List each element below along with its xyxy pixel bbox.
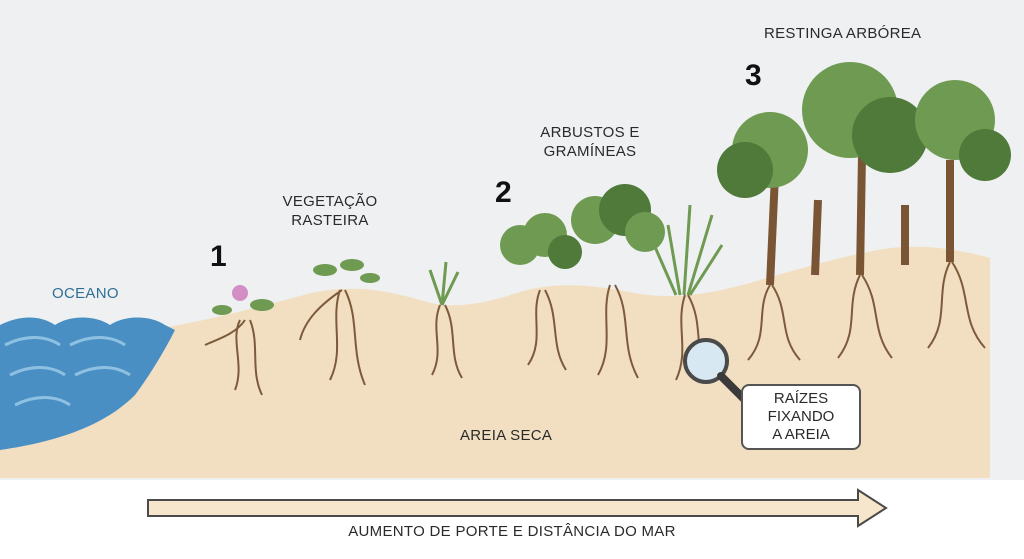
ocean-waves — [0, 317, 175, 450]
zone-number-1: 1 — [210, 240, 227, 273]
callout-line1: RAÍZES — [773, 390, 829, 407]
callout-line2: FIXANDO — [767, 408, 835, 425]
creeping-vegetation — [204, 259, 463, 396]
zone2-label-line2: GRAMÍNEAS — [543, 143, 637, 160]
progression-arrow — [147, 488, 888, 528]
zone1-label-line2: RASTEIRA — [291, 212, 369, 229]
tree-forest — [717, 62, 1011, 361]
sand-label: AREIA SECA — [460, 427, 553, 444]
zone1-label: VEGETAÇÃO RASTEIRA — [272, 192, 388, 230]
zone2-label-line1: ARBUSTOS E — [540, 124, 640, 141]
callout-line3: A AREIA — [772, 426, 830, 443]
ocean-wave-crests — [4, 336, 131, 407]
ocean-label: OCEANO — [52, 285, 119, 302]
arrow-label: AUMENTO DE PORTE E DISTÂNCIA DO MAR — [348, 523, 676, 540]
zone2-label: ARBUSTOS E GRAMÍNEAS — [530, 123, 650, 161]
zone-number-2: 2 — [495, 176, 512, 209]
zone3-label: RESTINGA ARBÓREA — [764, 25, 922, 42]
zone-number-3: 3 — [745, 59, 762, 92]
zone1-label-line1: VEGETAÇÃO — [282, 193, 378, 210]
roots-callout: RAÍZES FIXANDO A AREIA — [741, 384, 861, 450]
shrubs-and-grasses — [500, 184, 724, 383]
